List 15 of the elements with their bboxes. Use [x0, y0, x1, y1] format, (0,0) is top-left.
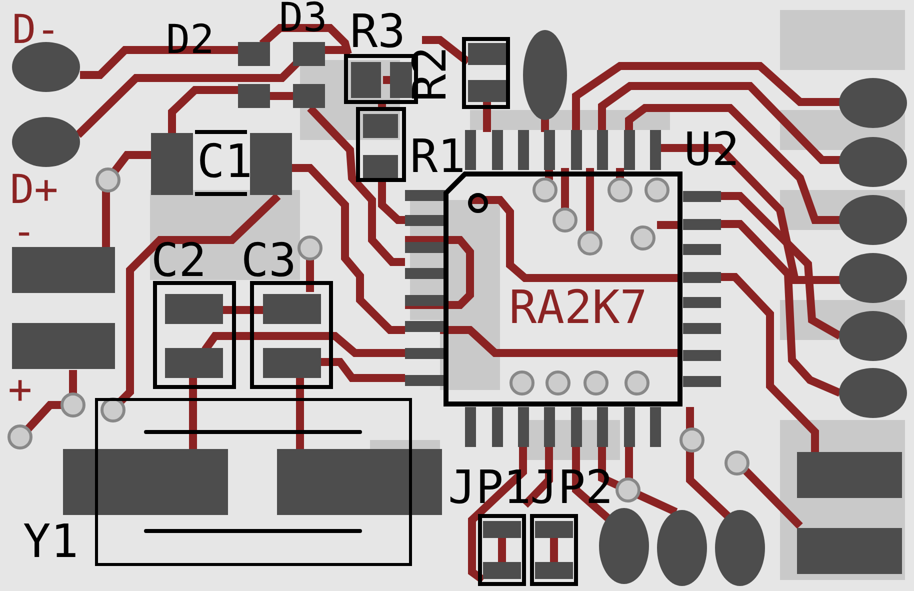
component-label: R3: [350, 8, 406, 54]
component-label: RA2K7: [509, 284, 648, 330]
copper-trace: [236, 306, 250, 314]
copper-trace: [378, 104, 386, 107]
component-label: Y1: [23, 518, 78, 564]
silkscreen-label: D-: [12, 10, 60, 50]
component-label: R1: [410, 133, 466, 179]
silkscreen-label: D+: [10, 170, 58, 210]
copper-trace: [296, 389, 304, 398]
silkscreen-label: +: [8, 370, 32, 410]
silkscreen-label: -: [12, 212, 36, 252]
component-label: C2: [151, 237, 206, 283]
component-label: C1: [197, 138, 252, 184]
component-label: C3: [241, 237, 296, 283]
copper-trace: [189, 389, 197, 398]
